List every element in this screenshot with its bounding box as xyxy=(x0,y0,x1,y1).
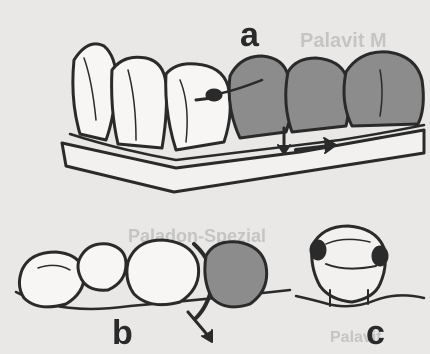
tooth-b3 xyxy=(127,240,199,305)
tooth-a4-shaded xyxy=(229,56,291,138)
figure-a xyxy=(62,44,424,192)
tooth-a2 xyxy=(112,57,167,148)
tooth-a3 xyxy=(166,64,231,150)
tooth-a1 xyxy=(73,44,116,140)
tooth-b1 xyxy=(19,252,84,307)
clasp-dot-right xyxy=(373,247,387,265)
figure-c xyxy=(296,226,424,306)
tooth-c xyxy=(312,226,386,302)
clasp-dot-left xyxy=(311,241,325,259)
label-a: a xyxy=(240,16,260,54)
tooth-b2 xyxy=(78,244,126,290)
tooth-a5-shaded xyxy=(286,58,349,132)
figure-b xyxy=(16,240,290,342)
label-c: c xyxy=(366,314,385,352)
tooth-a6-shaded xyxy=(344,52,423,126)
tooth-b4-shaded xyxy=(205,242,267,307)
label-b: b xyxy=(112,314,133,352)
ghost-text-1: Palavit M xyxy=(300,30,387,52)
